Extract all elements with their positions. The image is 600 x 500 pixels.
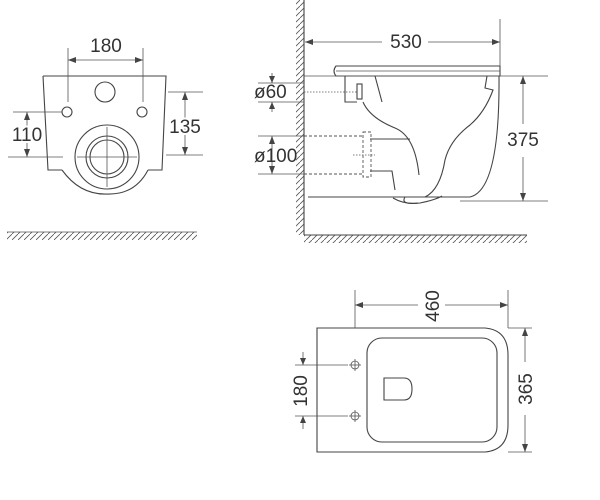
- top-view: 460 365 180: [291, 290, 537, 453]
- mounting-hole: [349, 359, 361, 371]
- dim-460: 460: [423, 290, 444, 322]
- dim-110: 110: [12, 125, 42, 146]
- dim-375: 375: [507, 130, 539, 151]
- dim-180-top: 180: [291, 375, 312, 407]
- dim-530: 530: [390, 32, 422, 53]
- dim-diameter-60: ø60: [254, 82, 287, 103]
- side-view: 530 375 ø60 ø100: [254, 0, 548, 243]
- front-view: 180 110 135: [7, 36, 203, 240]
- dim-135: 135: [169, 117, 201, 138]
- mounting-hole: [349, 410, 361, 422]
- dim-180-front: 180: [90, 36, 122, 57]
- dim-diameter-100: ø100: [254, 146, 297, 167]
- dim-365: 365: [516, 373, 537, 405]
